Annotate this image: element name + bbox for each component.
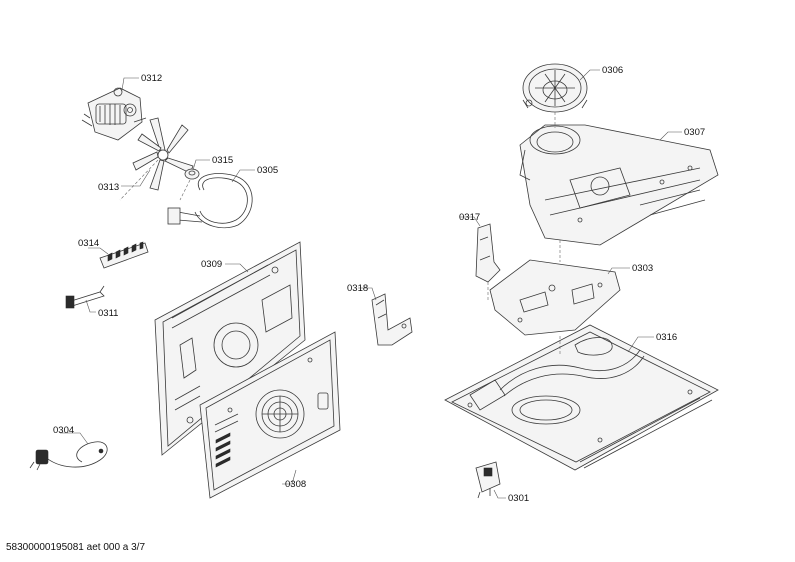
part-0301-switch[interactable] (475, 461, 501, 499)
label-0318: 0318 (347, 283, 368, 294)
part-0318-bracket[interactable] (371, 293, 413, 346)
label-0308: 0308 (285, 479, 306, 490)
label-0303: 0303 (632, 263, 653, 274)
label-0312: 0312 (141, 73, 162, 84)
part-0314-terminal-block[interactable] (99, 241, 149, 269)
label-0304: 0304 (53, 425, 74, 436)
part-0306-convection-fan[interactable] (522, 63, 588, 113)
label-0313: 0313 (98, 182, 119, 193)
part-0303-baffle-plate[interactable] (489, 259, 621, 336)
part-0316-base-plate[interactable] (444, 324, 719, 471)
part-0315-nut[interactable] (184, 168, 200, 180)
part-0312-fan-motor[interactable] (81, 87, 147, 141)
label-0301: 0301 (508, 493, 529, 504)
part-0308-back-panel[interactable] (199, 331, 341, 499)
label-0306: 0306 (602, 65, 623, 76)
label-0316: 0316 (656, 332, 677, 343)
part-0307-fan-housing[interactable] (519, 124, 719, 246)
label-0311: 0311 (98, 308, 118, 319)
document-id-footer: 58300000195081 aet 000 a 3/7 (6, 542, 146, 553)
label-0317: 0317 (459, 212, 480, 223)
label-0305: 0305 (257, 165, 278, 176)
label-0314: 0314 (78, 238, 99, 249)
part-0317-hinge-bracket[interactable] (475, 223, 501, 283)
part-0309-rear-panel[interactable] (154, 241, 306, 456)
assembly-axes (119, 112, 561, 355)
part-0313-fan-wheel[interactable] (132, 117, 194, 191)
part-0311-sensor[interactable] (65, 285, 105, 309)
label-0315: 0315 (212, 155, 233, 166)
label-0309: 0309 (201, 259, 222, 270)
callout-labels: 0312 0313 0315 0305 0314 0311 0309 0318 … (53, 65, 705, 504)
label-0307: 0307 (684, 127, 705, 138)
part-0304-mains-cable[interactable] (29, 441, 108, 471)
part-0305-ring-heater[interactable] (167, 173, 253, 229)
leader-lines (60, 69, 682, 499)
